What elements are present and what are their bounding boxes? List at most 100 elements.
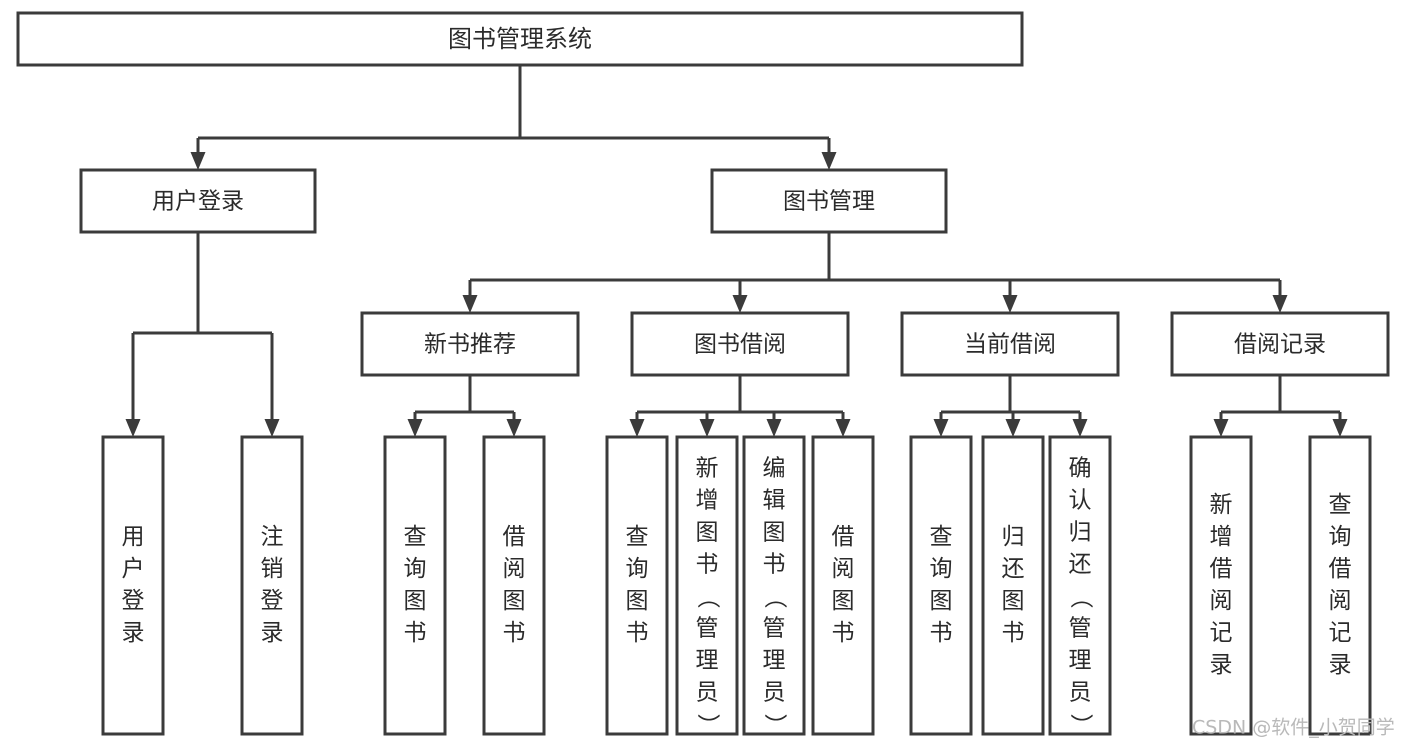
leaf-node-leaf-query-record-label-char: 记 <box>1329 620 1352 646</box>
level3-node-borrow-record[interactable]: 借阅记录 <box>1170 311 1390 377</box>
leaf-node-leaf-user-login[interactable]: 用户登录 <box>101 435 165 736</box>
leaf-node-leaf-add-record-rect <box>1189 435 1253 736</box>
userlogin-to-leaves-arrow-0 <box>125 419 141 437</box>
leaf-node-leaf-add-book-label-char: 员 <box>696 680 719 706</box>
level3-node-new-book-recommend-label: 新书推荐 <box>424 332 516 358</box>
leaf-node-leaf-query-book-3-label-char: 查 <box>930 524 953 550</box>
leaf-node-leaf-borrow-book-2-label-char: 书 <box>832 620 855 646</box>
leaf-node-leaf-query-book-2-label-char: 查 <box>626 524 649 550</box>
leaf-node-leaf-add-book-label-char: 书 <box>696 552 719 578</box>
leaf-node-leaf-user-login-rect <box>101 435 165 736</box>
leaf-node-leaf-edit-book-label-char: 图 <box>763 520 786 546</box>
leaf-node-leaf-edit-book-label-char: （ <box>762 586 788 609</box>
leaf-node-leaf-add-record-label-char: 借 <box>1210 556 1233 582</box>
leaf-node-leaf-add-book-label-char: （ <box>695 586 721 609</box>
leaf-node-leaf-return-book-label-char: 书 <box>1002 620 1025 646</box>
borrow-record-to-leaves-arrow-1 <box>1332 419 1348 437</box>
leaf-node-leaf-user-login-label-char: 用 <box>122 524 145 550</box>
leaf-node-leaf-borrow-book-1-rect <box>482 435 546 736</box>
bookmanage-to-level3-arrow-1 <box>732 295 748 313</box>
csdn-watermark: CSDN @软件_小贺同学 <box>1192 717 1395 739</box>
leaf-node-leaf-query-book-2-label-char: 图 <box>626 588 649 614</box>
leaf-node-leaf-add-book-label-char: 增 <box>696 488 719 514</box>
leaf-node-leaf-add-book-label-char: 管 <box>696 616 719 642</box>
leaf-node-leaf-confirm-return-label-char: 员 <box>1069 680 1092 706</box>
leaf-node-leaf-add-record-label-char: 新 <box>1210 492 1233 518</box>
level3-node-book-borrow-label: 图书借阅 <box>694 332 786 358</box>
leaf-node-leaf-query-record-label-char: 询 <box>1329 524 1352 550</box>
leaf-node-leaf-add-book-label-char: ） <box>695 714 721 737</box>
leaf-node-leaf-borrow-book-1-label-char: 书 <box>503 620 526 646</box>
level3-node-current-borrow[interactable]: 当前借阅 <box>900 311 1120 377</box>
root-to-level2-arrow-1 <box>821 152 837 170</box>
leaf-node-leaf-return-book-label-char: 还 <box>1002 556 1025 582</box>
leaf-node-leaf-query-record-label-char: 查 <box>1329 492 1352 518</box>
leaf-node-leaf-borrow-book-1-label-char: 借 <box>503 524 526 550</box>
level2-node-user-login[interactable]: 用户登录 <box>79 168 317 234</box>
leaf-node-leaf-query-record-rect <box>1308 435 1372 736</box>
leaf-node-leaf-user-login-label-char: 登 <box>122 588 145 614</box>
current-borrow-to-leaves-arrow-2 <box>1072 419 1088 437</box>
leaf-node-leaf-query-book-1-label-char: 图 <box>404 588 427 614</box>
book-borrow-to-leaves-arrow-3 <box>835 419 851 437</box>
leaf-node-leaf-borrow-book-2-label-char: 阅 <box>832 556 855 582</box>
leaf-node-leaf-borrow-book-1-label-char: 图 <box>503 588 526 614</box>
level3-node-borrow-record-rect <box>1170 311 1390 377</box>
leaf-node-leaf-edit-book-label-char: 书 <box>763 552 786 578</box>
leaf-node-leaf-edit-book-label-char: 辑 <box>763 488 786 514</box>
leaf-node-leaf-query-book-2-label-char: 书 <box>626 620 649 646</box>
leaf-node-leaf-borrow-book-1-label-char: 阅 <box>503 556 526 582</box>
leaf-node-leaf-query-book-2-label-char: 询 <box>626 556 649 582</box>
root-node-图书管理系统[interactable]: 图书管理系统 <box>16 11 1024 67</box>
level3-node-current-borrow-rect <box>900 311 1120 377</box>
book-borrow-to-leaves-arrow-1 <box>699 419 715 437</box>
bookmanage-to-level3-arrow-2 <box>1002 295 1018 313</box>
leaf-node-leaf-user-logout-label-char: 注 <box>261 524 284 550</box>
level2-node-book-manage[interactable]: 图书管理 <box>710 168 948 234</box>
leaf-node-leaf-return-book-label-char: 图 <box>1002 588 1025 614</box>
new-book-recommend-to-leaves-arrow-0 <box>407 419 423 437</box>
current-borrow-to-leaves-arrow-0 <box>933 419 949 437</box>
leaf-node-leaf-edit-book-label-char: 员 <box>763 680 786 706</box>
bookmanage-to-level3-arrow-0 <box>462 295 478 313</box>
leaf-node-leaf-query-book-3-rect <box>909 435 973 736</box>
level3-node-new-book-recommend-rect <box>360 311 580 377</box>
leaf-node-leaf-edit-book-label-char: 理 <box>763 648 786 674</box>
leaf-node-leaf-query-record-label-char: 借 <box>1329 556 1352 582</box>
leaf-node-leaf-edit-book-rect <box>742 435 806 736</box>
leaf-node-leaf-add-book-label-char: 新 <box>696 456 719 482</box>
leaf-node-leaf-return-book-rect <box>981 435 1045 736</box>
level3-node-new-book-recommend[interactable]: 新书推荐 <box>360 311 580 377</box>
leaf-node-leaf-edit-book-label-char: ） <box>762 714 788 737</box>
borrow-record-to-leaves-arrow-0 <box>1213 419 1229 437</box>
leaf-node-leaf-confirm-return-label-char: 理 <box>1069 648 1092 674</box>
level2-node-book-manage-label: 图书管理 <box>783 189 875 215</box>
leaf-node-leaf-add-book-label-char: 图 <box>696 520 719 546</box>
leaf-node-leaf-query-book-2-rect <box>605 435 669 736</box>
leaf-node-leaf-query-book-1-label-char: 书 <box>404 620 427 646</box>
leaf-node-leaf-add-book-rect <box>675 435 739 736</box>
leaf-node-leaf-confirm-return-label-char: 管 <box>1069 616 1092 642</box>
root-node-图书管理系统-label: 图书管理系统 <box>448 25 592 53</box>
leaf-node-leaf-confirm-return-label-char: 确 <box>1069 456 1092 482</box>
leaf-node-leaf-user-login-label-char: 录 <box>122 620 145 646</box>
leaf-node-leaf-add-record-label-char: 记 <box>1210 620 1233 646</box>
level3-node-current-borrow-label: 当前借阅 <box>964 332 1056 358</box>
leaf-node-leaf-edit-book-label-char: 管 <box>763 616 786 642</box>
bookmanage-to-level3-arrow-3 <box>1272 295 1288 313</box>
level3-node-book-borrow[interactable]: 图书借阅 <box>630 311 850 377</box>
leaf-node-leaf-return-book-label-char: 归 <box>1002 524 1025 550</box>
